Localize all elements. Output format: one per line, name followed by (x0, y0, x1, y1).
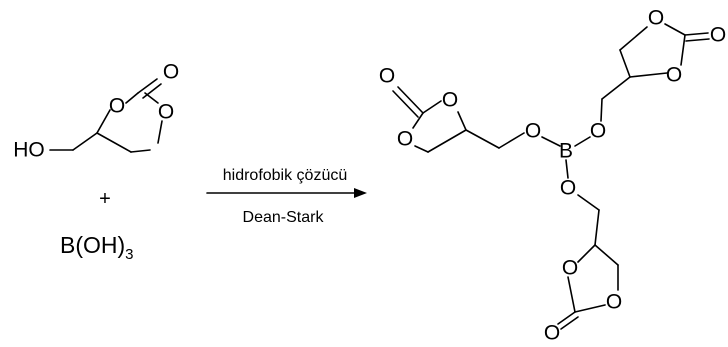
bond (457, 111, 467, 131)
bond (574, 304, 606, 313)
reaction-arrow (206, 188, 367, 198)
bond (594, 244, 619, 266)
bond (594, 209, 600, 246)
boron-label: B (559, 140, 573, 163)
oxygen-label: O (560, 177, 576, 200)
oxygen-label: O (442, 89, 458, 112)
bond (577, 194, 600, 211)
oxygen-label: O (397, 128, 413, 151)
bond (157, 120, 163, 144)
bond (392, 90, 419, 118)
oxygen-label: O (562, 257, 578, 280)
bond (422, 100, 442, 114)
bond (680, 34, 686, 66)
boric-acid-subscript: 3 (125, 246, 133, 263)
oxygen-label: O (648, 7, 664, 30)
oxygen-label: O (606, 291, 622, 314)
bond (72, 132, 98, 151)
product-borate-ester: B O O O O O O O O O O O O (379, 7, 726, 345)
bond (498, 132, 525, 149)
condition-apparatus: Dean-Stark (243, 209, 325, 226)
bond (619, 49, 631, 78)
oxygen-label: O (525, 120, 541, 143)
bond (96, 132, 132, 153)
condition-solvent: hidrofobik çözücü (223, 167, 348, 184)
bond (567, 276, 576, 313)
bond (397, 86, 424, 114)
reactant-glycerol-carbonate: HO O O O (13, 61, 179, 162)
bond (601, 76, 631, 100)
oxygen-label: O (379, 65, 395, 88)
bond (142, 83, 162, 99)
bond (619, 26, 648, 51)
oxygen-label: O (158, 101, 174, 124)
bond (130, 149, 151, 153)
bond (125, 92, 139, 104)
bond (685, 38, 710, 42)
bond (600, 98, 603, 122)
bond (557, 311, 576, 325)
oxygen-label: O (163, 61, 179, 84)
oxygen-label: O (544, 322, 560, 345)
bond (629, 72, 668, 78)
bond (465, 129, 500, 149)
bond (565, 159, 569, 179)
bond (574, 136, 591, 147)
bond (664, 23, 686, 36)
bond (414, 145, 429, 153)
bond (684, 32, 709, 36)
bond (137, 78, 158, 94)
oxygen-label: O (109, 95, 125, 118)
hydroxyl-label: HO (13, 139, 45, 162)
bond (412, 112, 424, 129)
plus-sign: + (99, 188, 111, 210)
oxygen-label: O (590, 120, 606, 143)
boric-acid: B(OH)3 (60, 232, 134, 263)
arrow-head (354, 188, 367, 198)
bond (577, 244, 596, 263)
oxygen-label: O (710, 24, 726, 47)
bond (560, 316, 579, 330)
boric-acid-base: B(OH) (60, 232, 125, 258)
bond (96, 109, 111, 134)
oxygen-label: O (666, 64, 682, 87)
bond (541, 136, 561, 147)
bond (427, 129, 467, 153)
